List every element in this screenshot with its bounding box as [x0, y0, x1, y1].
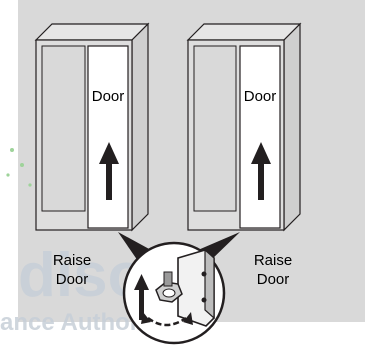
right-door-action-label: Door	[257, 271, 290, 288]
right-raise-label: Raise	[254, 252, 292, 269]
up-arrow-icon	[99, 142, 119, 200]
left-door-action-label: Door	[56, 271, 89, 288]
left-raise-label: Raise	[53, 252, 91, 269]
hinge-adjust-icon	[122, 241, 226, 345]
right-door-label: Door	[244, 88, 277, 105]
right-cabinet: Door	[186, 22, 302, 232]
left-cabinet: Door	[34, 22, 150, 232]
up-arrow-icon	[251, 142, 271, 200]
right-door	[239, 45, 281, 229]
left-door	[87, 45, 129, 229]
left-door-label: Door	[92, 88, 125, 105]
